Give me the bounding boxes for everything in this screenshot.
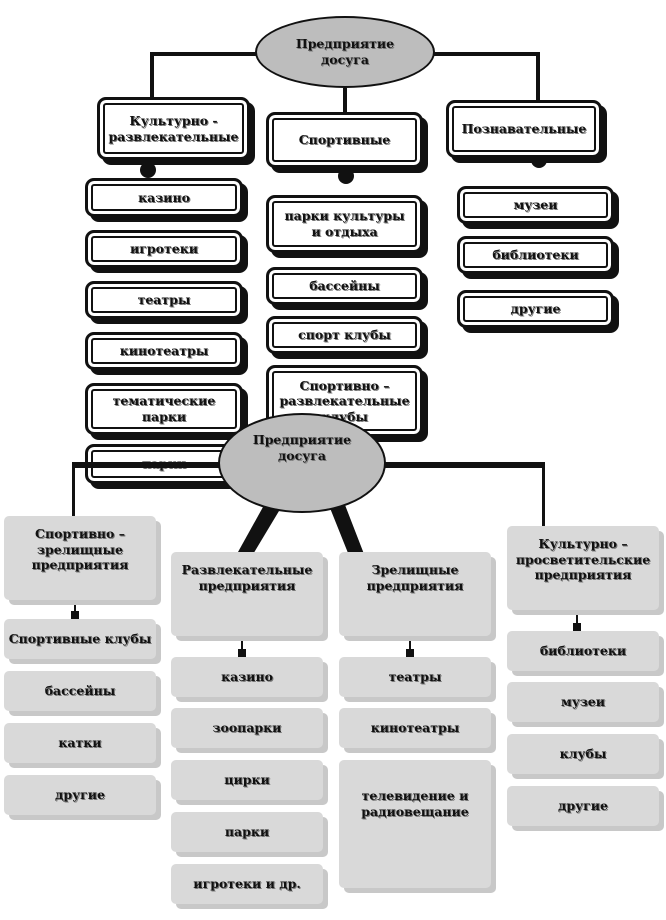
connector-marker <box>238 649 246 657</box>
branch-title: Зрелищные предприятия <box>366 562 464 593</box>
connector-line <box>241 636 243 652</box>
list-item-label: цирки <box>224 772 270 788</box>
connector-line <box>576 610 578 626</box>
list-item-label: библиотеки <box>539 643 627 659</box>
list-item: зоопарки <box>171 708 323 748</box>
branch-header: Спортивные <box>266 112 423 168</box>
list-item-label: музеи <box>560 694 606 710</box>
list-item: игротеки <box>85 230 243 268</box>
list-item-label: Спортивные клубы <box>8 631 152 647</box>
connector-line <box>432 52 540 56</box>
root-node: Предприятие досуга <box>218 413 386 513</box>
connector-line <box>150 52 258 56</box>
list-item-label: зоопарки <box>212 720 282 736</box>
list-item: тематические парки <box>85 383 243 435</box>
list-item-label: бассейны <box>44 683 116 699</box>
list-item: телевидение и радиовещание <box>339 760 491 888</box>
connector-line <box>409 636 411 652</box>
list-item-label: игротеки <box>129 241 198 257</box>
branch-title: Развлекательные предприятия <box>181 562 313 593</box>
list-item: парки <box>171 812 323 852</box>
list-item: кинотеатры <box>339 708 491 748</box>
list-item: игротеки и др. <box>171 864 323 904</box>
list-item: бассейны <box>266 267 423 305</box>
connector-line <box>72 462 222 468</box>
list-item-label: другие <box>558 798 608 814</box>
list-item: музеи <box>457 186 614 224</box>
branch-title: Культурно - развлекательные <box>108 112 239 144</box>
branch-header: Культурно – просветительские предприятия <box>507 526 659 610</box>
connector-line <box>536 52 540 104</box>
list-item: театры <box>339 657 491 697</box>
list-item-label: игротеки и др. <box>193 876 301 892</box>
root-node: Предприятие досуга <box>255 16 435 88</box>
list-item: кинотеатры <box>85 332 243 370</box>
list-item-label: кинотеатры <box>119 343 209 359</box>
list-item: катки <box>4 723 156 763</box>
list-item: казино <box>85 178 243 217</box>
root-label: Предприятие досуга <box>252 432 352 463</box>
connector-diagonal-left <box>238 498 282 556</box>
branch-title: Познавательные <box>461 121 587 137</box>
list-item: клубы <box>507 734 659 774</box>
list-item-label: тематические парки <box>112 393 216 424</box>
connector-line <box>542 462 545 532</box>
list-item-label: театры <box>388 669 442 685</box>
list-item-label: телевидение и радиовещание <box>361 788 469 819</box>
root-label: Предприятие досуга <box>295 36 395 67</box>
list-item-label: Спортивно – развлекательные клубы <box>279 377 410 424</box>
branch-header: Познавательные <box>446 100 602 158</box>
list-item-label: казино <box>221 669 273 685</box>
connector-line <box>343 88 347 112</box>
list-item-label: спорт клубы <box>298 327 391 343</box>
connector-marker <box>406 649 414 657</box>
connector-line <box>150 52 154 100</box>
list-item: библиотеки <box>507 631 659 671</box>
list-item: Спортивные клубы <box>4 619 156 659</box>
connector-line <box>385 462 545 468</box>
list-item-label: другие <box>510 301 561 317</box>
list-item: другие <box>4 775 156 815</box>
connector-marker <box>71 611 79 619</box>
list-item-label: парки культуры и отдыха <box>284 208 405 239</box>
list-item: цирки <box>171 760 323 800</box>
list-item-label: кинотеатры <box>370 720 460 736</box>
list-item-label: казино <box>138 189 190 205</box>
list-item-label: катки <box>58 735 102 751</box>
list-item-label: театры <box>137 292 191 308</box>
list-item: библиотеки <box>457 236 614 274</box>
list-item-label: другие <box>55 787 105 803</box>
connector-marker <box>573 623 581 631</box>
list-item: другие <box>507 786 659 826</box>
branch-header: Зрелищные предприятия <box>339 552 491 636</box>
connector-line <box>74 600 76 614</box>
branch-title: Культурно – просветительские предприятия <box>515 536 651 583</box>
connector-pin <box>140 162 156 178</box>
connector-pin <box>338 168 354 184</box>
list-item: бассейны <box>4 671 156 711</box>
list-item: музеи <box>507 682 659 722</box>
branch-title: Спортивно – зрелищные предприятия <box>31 526 129 573</box>
branch-header: Культурно - развлекательные <box>97 97 250 160</box>
list-item: театры <box>85 281 243 319</box>
list-item-label: клубы <box>559 746 607 762</box>
list-item: казино <box>171 657 323 697</box>
list-item: спорт клубы <box>266 316 423 354</box>
list-item: парки культуры и отдыха <box>266 195 423 253</box>
list-item: другие <box>457 290 614 328</box>
list-item-label: библиотеки <box>492 247 579 263</box>
connector-line <box>72 462 75 516</box>
list-item-label: бассейны <box>309 278 380 294</box>
list-item-label: музеи <box>513 197 558 213</box>
branch-header: Развлекательные предприятия <box>171 552 323 636</box>
list-item-label: парки <box>224 824 270 840</box>
branch-title: Спортивные <box>298 132 391 148</box>
branch-header: Спортивно – зрелищные предприятия <box>4 516 156 600</box>
